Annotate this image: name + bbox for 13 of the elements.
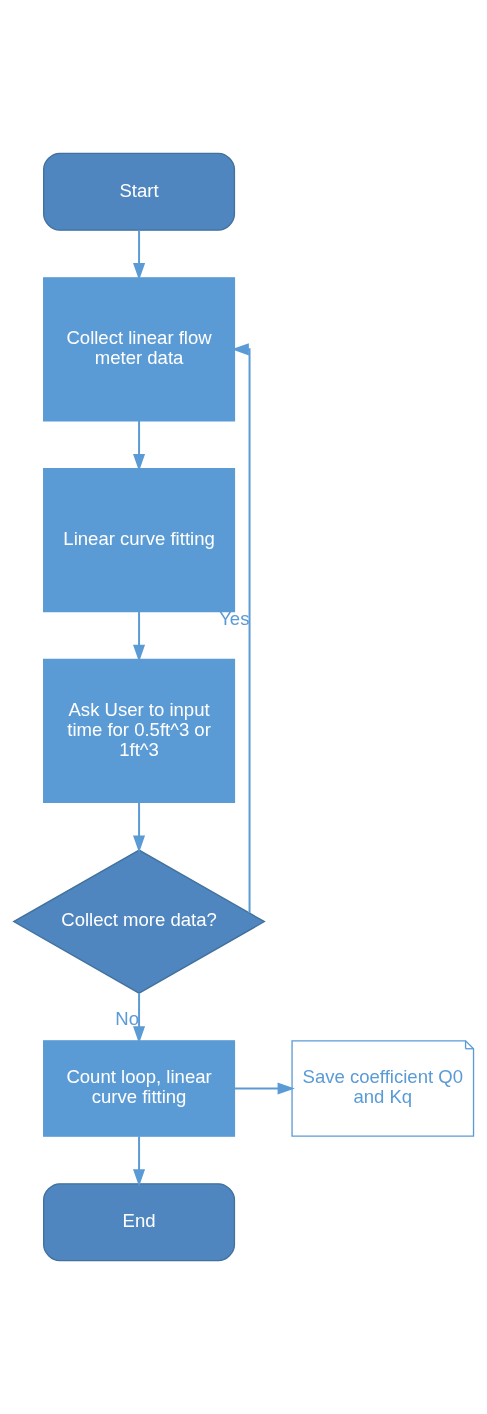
- arrow: [133, 610, 146, 662]
- arrow: [233, 1082, 295, 1095]
- node-box: Count loop, linear curve fitting: [43, 1040, 236, 1137]
- node-box: Linear curve fitting: [43, 467, 236, 613]
- node-box: Ask User to input time for 0.5ft^3 or 1ft^3: [43, 658, 236, 804]
- arrow: [133, 992, 146, 1044]
- node-box: End: [43, 1183, 236, 1262]
- arrow: [133, 801, 146, 853]
- arrow: [133, 229, 146, 281]
- arrow: [133, 1135, 146, 1187]
- node-box: Collect linear flow meter data: [43, 277, 236, 422]
- node-box: Start: [43, 152, 236, 231]
- node-diamond: Collect more data?: [12, 849, 266, 994]
